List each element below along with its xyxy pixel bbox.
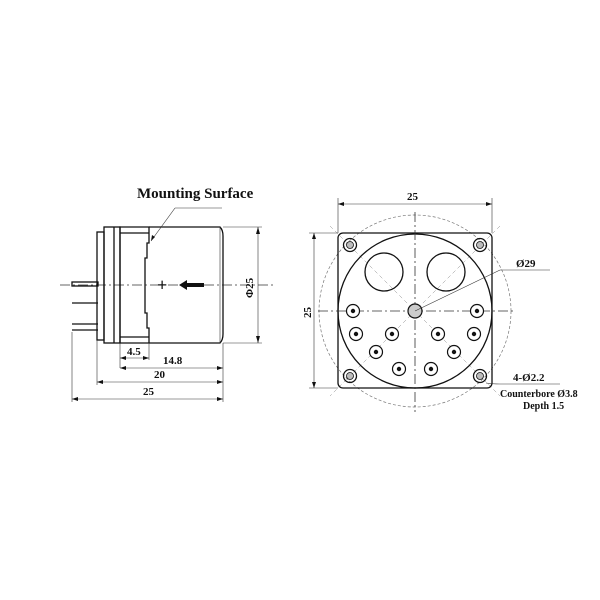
leader-line [485, 382, 560, 385]
dim-arrow [217, 380, 223, 384]
pin-terminal [384, 326, 400, 342]
pin [71, 281, 99, 287]
mount-hole [472, 237, 488, 253]
dim-label-20: 20 [154, 369, 166, 381]
pin-terminal [423, 361, 439, 377]
mount-hole [342, 368, 358, 384]
front-view: 25 25 Ø29 4-Ø2.2 Counterbore Ø3.8 Depth … [302, 191, 578, 412]
dim-arrow [338, 202, 344, 206]
large-port [364, 252, 404, 292]
connector-pins [71, 281, 99, 331]
diameter-label: Φ25 [244, 277, 256, 298]
counterbore-label: Counterbore Ø3.8 [500, 389, 578, 400]
leader-line [414, 269, 501, 312]
mount-hole [472, 368, 488, 384]
pin-terminal [446, 344, 462, 360]
large-port [426, 252, 466, 292]
dim-arrow [217, 397, 223, 401]
dim-arrow [256, 227, 260, 234]
pin-terminal [469, 303, 485, 319]
pin-terminal [466, 326, 482, 342]
dim-label-14-8: 14.8 [163, 355, 183, 367]
depth-label: Depth 1.5 [523, 401, 564, 412]
bolt-circle-label: Ø29 [516, 258, 536, 270]
dim-arrow [312, 233, 316, 239]
side-view: + Mounting Surface Φ25 4.5 14.8 [60, 186, 275, 402]
dim-arrow [486, 202, 492, 206]
pin-terminal [345, 303, 361, 319]
pin-terminal [430, 326, 446, 342]
holes-label: 4-Ø2.2 [513, 372, 545, 384]
dim-label-25: 25 [143, 386, 155, 398]
leader-arrow [151, 235, 155, 241]
pin-terminal [348, 326, 364, 342]
dim-arrow [143, 356, 149, 360]
dim-label-4-5: 4.5 [127, 346, 141, 358]
dim-arrow [97, 380, 103, 384]
dim-arrow [312, 382, 316, 388]
corner-holes [342, 237, 488, 384]
mount-hole [342, 237, 358, 253]
leader-line [150, 207, 176, 242]
width-label: 25 [407, 191, 419, 203]
dim-arrow [72, 397, 78, 401]
dim-arrow [256, 336, 260, 343]
main-body [149, 226, 224, 344]
height-label: 25 [302, 307, 314, 319]
pin-terminal [391, 361, 407, 377]
dim-arrow [120, 356, 126, 360]
pin-terminal [368, 344, 384, 360]
pin-terminals [345, 303, 485, 377]
mounting-surface-label: Mounting Surface [137, 186, 254, 202]
dim-arrow [217, 366, 223, 370]
plus-sign: + [157, 275, 167, 295]
dim-arrow [120, 366, 126, 370]
arrow-left-icon [179, 280, 204, 290]
